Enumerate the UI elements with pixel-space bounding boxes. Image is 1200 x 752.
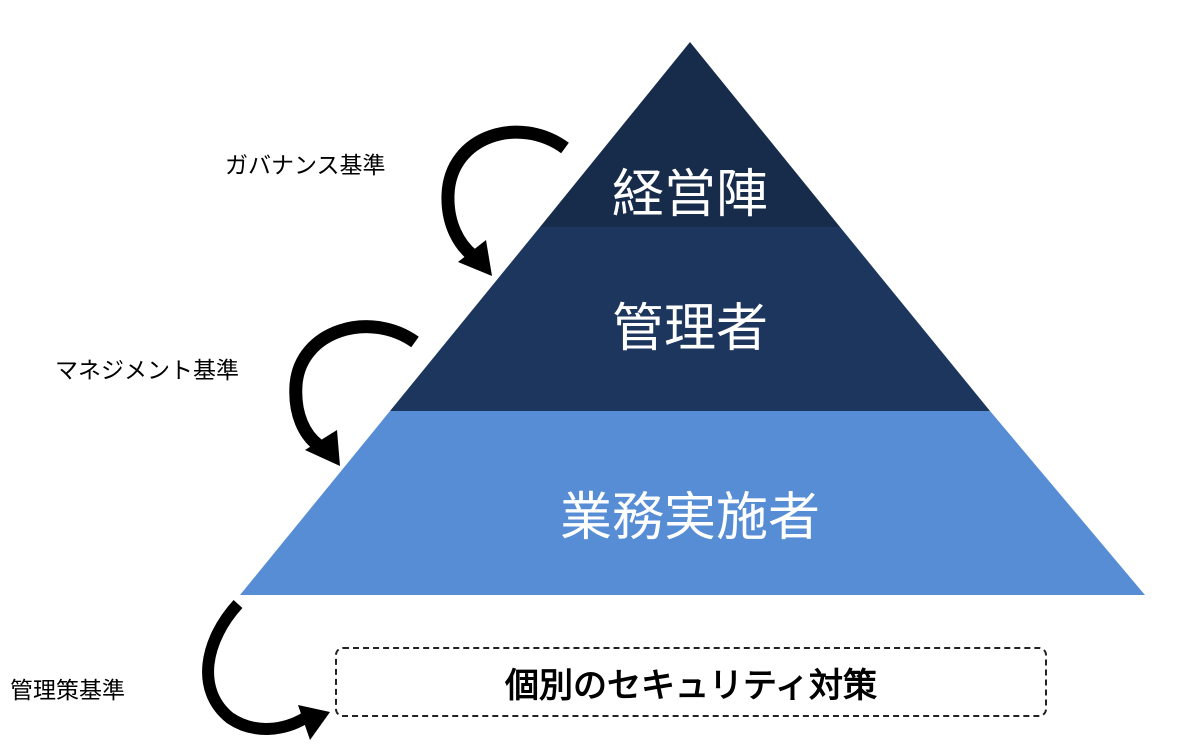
individual-security-measures-box: 個別のセキュリティ対策 [335,647,1047,717]
individual-security-measures-label: 個別のセキュリティ対策 [505,665,877,706]
tier-label-operators: 業務実施者 [559,488,820,548]
pyramid-tier-middle [390,227,990,411]
tier-label-executives: 経営陣 [611,165,768,225]
management-standard-label: マネジメント基準 [55,358,239,384]
arrow-controls-icon [202,599,330,740]
controls-standard-label: 管理策基準 [10,678,125,704]
arrow-governance-icon [441,125,569,276]
arrow-management-icon [289,320,419,466]
pyramid-tier-bottom [240,411,1145,595]
governance-standard-label: ガバナンス基準 [225,153,386,179]
tier-label-managers: 管理者 [611,299,768,359]
pyramid-tier-top [540,42,840,227]
